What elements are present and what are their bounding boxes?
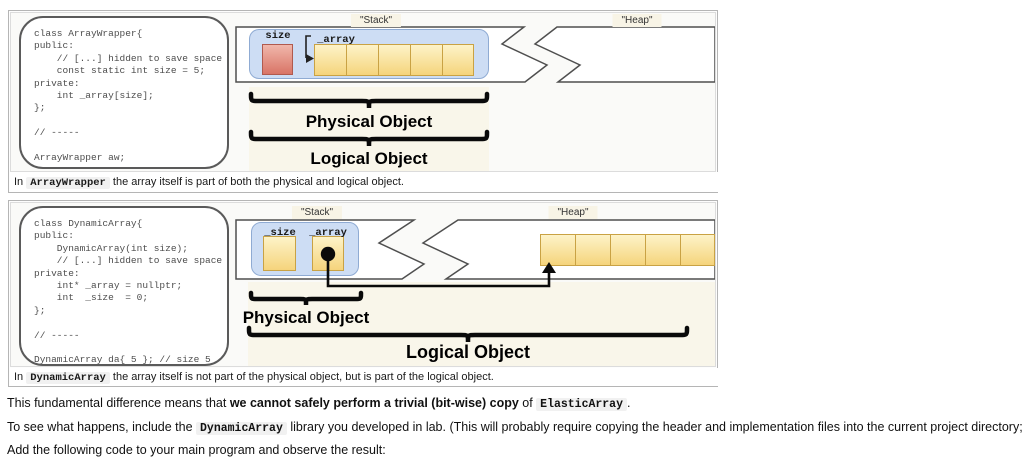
figure-caption-arraywrapper: In ArrayWrapper the array itself is part… bbox=[10, 172, 720, 192]
caption-text: In bbox=[14, 371, 27, 383]
paragraph-text: This fundamental difference means that bbox=[7, 396, 230, 410]
member-label-size: size bbox=[265, 30, 291, 42]
logical-object-label: Logical Object bbox=[310, 149, 428, 168]
heap-region-label: "Heap" bbox=[548, 206, 598, 219]
paragraph-text: To see what happens, include the bbox=[7, 420, 197, 434]
pointer-arrowhead-icon bbox=[542, 262, 556, 273]
physical-object-label: Physical Object bbox=[242, 308, 370, 327]
logical-object-brace bbox=[248, 129, 490, 147]
physical-object-brace bbox=[248, 91, 490, 109]
member-label-array: _array bbox=[309, 227, 347, 239]
caption-inline-code: ArrayWrapper bbox=[26, 177, 110, 189]
code-listing-dynamicarray: class DynamicArray{ public: DynamicArray… bbox=[34, 218, 223, 366]
paragraph-include-library: To see what happens, include the Dynamic… bbox=[7, 420, 1024, 435]
paragraph-text: Add the following code to your main prog… bbox=[7, 443, 386, 457]
logical-object-brace bbox=[246, 325, 690, 343]
member-label-size: _size bbox=[264, 227, 296, 239]
heap-region-label: "Heap" bbox=[612, 14, 662, 27]
inline-code-elasticarray: ElasticArray bbox=[536, 398, 627, 411]
heap-strip bbox=[533, 26, 715, 83]
code-listing-arraywrapper: class ArrayWrapper{ public: // [...] hid… bbox=[34, 28, 223, 164]
stack-region-label: "Stack" bbox=[350, 14, 402, 27]
physical-object-brace bbox=[248, 290, 364, 306]
paragraph-text: of bbox=[518, 396, 537, 410]
array-label-arrowhead-icon bbox=[306, 54, 314, 63]
caption-text: the array itself is not part of the phys… bbox=[109, 371, 494, 383]
heap-array-cells bbox=[540, 234, 715, 266]
paragraph-add-code: Add the following code to your main prog… bbox=[7, 443, 386, 457]
diagram-background bbox=[248, 282, 715, 366]
pointer-arrow-line bbox=[326, 258, 551, 288]
array-label-connector bbox=[305, 35, 311, 58]
figure-area-dynamicarray: "Stack" "Heap" _size _array Physical Obj… bbox=[10, 202, 716, 367]
inline-code-dynamicarray: DynamicArray bbox=[196, 422, 287, 435]
caption-text: the array itself is part of both the phy… bbox=[109, 176, 404, 188]
logical-object-label: Logical Object bbox=[405, 342, 531, 362]
paragraph-text: . bbox=[627, 396, 631, 410]
figure2-overlay bbox=[246, 246, 690, 343]
figure1-overlay bbox=[248, 35, 490, 147]
caption-text: In bbox=[14, 176, 27, 188]
pointer-origin-dot bbox=[320, 246, 336, 262]
member-label-array: _array bbox=[317, 34, 355, 46]
paragraph-text: library you developed in lab. (This will… bbox=[286, 420, 1024, 434]
size-member-box bbox=[263, 236, 296, 271]
size-member-box bbox=[262, 44, 293, 75]
paragraph-copy-warning: This fundamental difference means that w… bbox=[7, 396, 630, 411]
paragraph-bold-text: we cannot safely perform a trivial (bit-… bbox=[229, 396, 519, 410]
figure-panel-arraywrapper: "Stack" "Heap" size _array Physical Obje… bbox=[8, 10, 720, 193]
code-box-dynamicarray: class DynamicArray{ public: DynamicArray… bbox=[19, 206, 229, 366]
caption-inline-code: DynamicArray bbox=[26, 372, 110, 384]
stack-region-label: "Stack" bbox=[291, 206, 343, 219]
figure-panel-dynamicarray: "Stack" "Heap" _size _array Physical Obj… bbox=[8, 200, 720, 387]
code-box-arraywrapper: class ArrayWrapper{ public: // [...] hid… bbox=[19, 16, 229, 169]
figure-caption-dynamicarray: In DynamicArray the array itself is not … bbox=[10, 368, 720, 386]
figure-area-arraywrapper: "Stack" "Heap" size _array Physical Obje… bbox=[10, 12, 716, 172]
physical-object-label: Physical Object bbox=[305, 112, 433, 131]
array-cells bbox=[314, 44, 474, 76]
